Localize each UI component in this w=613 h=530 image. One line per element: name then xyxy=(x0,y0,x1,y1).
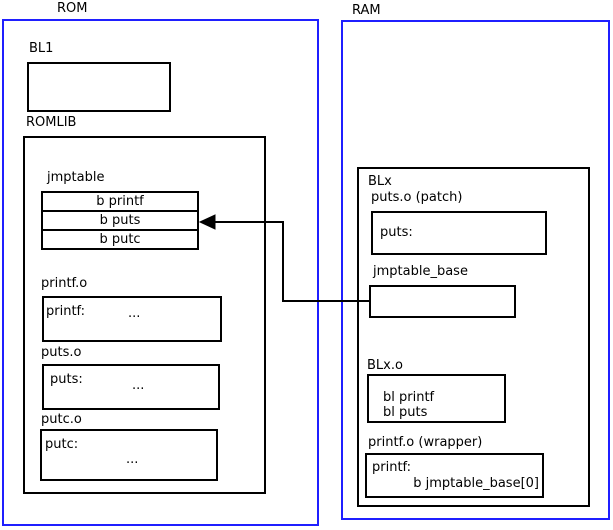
jmptable-entry-putc: b putc xyxy=(41,229,199,250)
jmptable-base-label: jmptable_base xyxy=(373,264,468,279)
ram-region-label: RAM xyxy=(352,3,381,18)
jmptable-label: jmptable xyxy=(47,170,105,185)
putc-o-box: putc: ... xyxy=(40,429,218,481)
putc-o-label: putc.o xyxy=(41,412,82,427)
jmptable: b printf b puts b putc xyxy=(41,191,199,250)
blx-o-label: BLx.o xyxy=(367,358,403,373)
blx-label: BLx xyxy=(368,174,392,189)
bl1-label: BL1 xyxy=(29,41,54,56)
printf-symbol: printf: xyxy=(46,304,86,319)
printf-wrapper-box: printf: b jmptable_base[0] xyxy=(365,453,544,498)
jmptable-base-box xyxy=(369,285,516,318)
puts-symbol: puts: xyxy=(50,372,83,387)
printf-o-box: printf: ... xyxy=(42,296,222,342)
bl1-box xyxy=(27,62,171,112)
puts-o-label: puts.o xyxy=(41,345,82,360)
jmptable-entry-puts: b puts xyxy=(41,210,199,231)
puts-patch-box: puts: xyxy=(371,211,547,255)
blx-o-line-bl-printf: bl printf xyxy=(383,390,435,405)
romlib-label: ROMLIB xyxy=(26,115,77,130)
puts-patch-label: puts.o (patch) xyxy=(371,190,463,205)
puts-o-box: puts: ... xyxy=(42,364,220,410)
blx-o-box: bl printf bl puts xyxy=(367,374,506,423)
rom-region-label: ROM xyxy=(57,1,88,16)
puts-ellipsis: ... xyxy=(132,378,145,393)
printf-wrapper-symbol: printf: xyxy=(372,460,412,475)
putc-ellipsis: ... xyxy=(126,452,139,467)
blx-o-line-bl-puts: bl puts xyxy=(383,405,428,420)
printf-ellipsis: ... xyxy=(128,306,141,321)
printf-wrapper-label: printf.o (wrapper) xyxy=(368,435,483,450)
printf-wrapper-code: b jmptable_base[0] xyxy=(413,476,539,491)
jmptable-entry-printf: b printf xyxy=(41,191,199,212)
printf-o-label: printf.o xyxy=(41,276,88,291)
putc-symbol: putc: xyxy=(45,437,79,452)
puts-patch-symbol: puts: xyxy=(380,225,413,240)
